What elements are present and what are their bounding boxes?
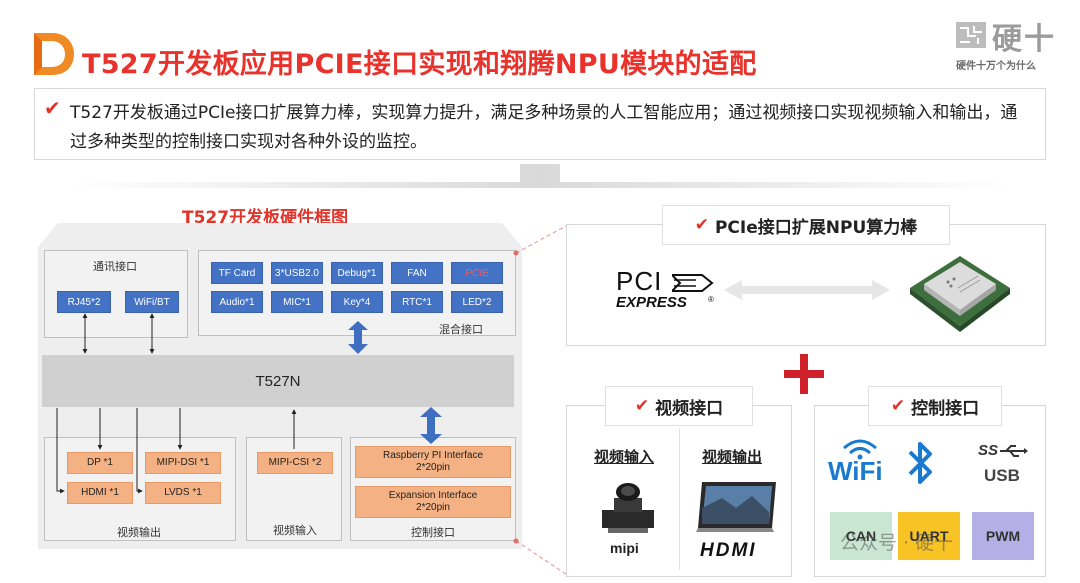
video-panel-title-text: 视频接口 — [655, 398, 724, 419]
control-panel-label: 控制接口 — [411, 526, 455, 539]
key-block: Key*4 — [331, 291, 383, 313]
wifi-bt-block: WiFi/BT — [125, 291, 179, 313]
red-plus-icon — [784, 354, 824, 394]
debug-block: Debug*1 — [331, 262, 383, 284]
dp-block: DP *1 — [67, 452, 133, 474]
pci-logo-mark: ® — [708, 295, 714, 304]
brand-tagline: 硬件十万个为什么 — [956, 61, 1036, 72]
hdmi-logo: HDMI — [700, 540, 757, 561]
video-output-label: 视频输出 — [117, 526, 161, 539]
pcie-panel-title: ✔ PCIe接口扩展NPU算力棒 — [662, 205, 950, 245]
camera-module-icon — [602, 483, 654, 533]
comm-panel-label: 通讯接口 — [93, 260, 137, 273]
raspberry-pi-line2: 2*20pin — [416, 462, 450, 473]
control-right-panel-title: ✔ 控制接口 — [868, 386, 1002, 426]
brand-circuit-icon — [956, 22, 986, 48]
raspberry-pi-interface-block: Raspberry PI Interface 2*20pin — [355, 446, 511, 478]
video-input-label: 视频输入 — [273, 524, 317, 537]
mipi-csi-block: MIPI-CSI *2 — [257, 452, 333, 474]
wifi-label: WiFi — [828, 456, 883, 486]
uart-tile: UART — [898, 512, 960, 560]
video-input-subtitle: 视频输入 — [594, 448, 655, 466]
pcie-panel-title-text: PCIe接口扩展NPU算力棒 — [714, 217, 918, 238]
mixed-panel-label: 混合接口 — [439, 323, 483, 336]
double-arrow-icon — [724, 280, 890, 300]
video-output-subtitle: 视频输出 — [702, 448, 763, 466]
pci-logo-top: PCI — [616, 266, 663, 296]
page-title: T527开发板应用PCIE接口实现和翔腾NPU模块的适配 — [82, 49, 757, 80]
pcie-block: PCIE — [451, 262, 503, 284]
pwm-tile: PWM — [972, 512, 1034, 560]
usb-block: 3*USB2.0 — [271, 262, 323, 284]
can-tile: CAN — [830, 512, 892, 560]
raspberry-pi-line1: Raspberry PI Interface — [382, 450, 484, 461]
expansion-line2: 2*20pin — [416, 502, 450, 513]
bluetooth-icon — [908, 442, 932, 484]
audio-block: Audio*1 — [211, 291, 263, 313]
intro-text: T527开发板通过PCIe接口扩展算力棒，实现算力提升，满足多种场景的人工智能应… — [70, 103, 1018, 152]
led-block: LED*2 — [451, 291, 503, 313]
expansion-interface-block: Expansion Interface 2*20pin — [355, 486, 511, 518]
red-checkmark-icon: ✔ — [694, 215, 709, 235]
mipi-label: mipi — [610, 540, 639, 556]
usb-label: USB — [984, 466, 1020, 485]
usb-logo: SS USB — [972, 442, 1036, 488]
logo-icon — [34, 33, 74, 75]
red-checkmark-icon: ✔ — [634, 396, 650, 416]
hdmi-block: HDMI *1 — [67, 482, 133, 504]
portable-monitor-icon — [696, 482, 776, 532]
brand-name: 硬十 — [992, 22, 1056, 57]
mipi-dsi-block: MIPI-DSI *1 — [145, 452, 221, 474]
rj45-block: RJ45*2 — [57, 291, 111, 313]
wifi-icon — [843, 439, 877, 460]
red-checkmark-icon: ✔ — [44, 98, 61, 120]
comm-interface-panel: 通讯接口 RJ45*2 WiFi/BT — [44, 250, 188, 338]
brand-logo: 硬十 硬件十万个为什么 — [954, 14, 1070, 74]
mixed-interface-panel: TF Card 3*USB2.0 Debug*1 FAN PCIE Audio*… — [198, 250, 516, 336]
usb-ss-label: SS — [978, 442, 999, 459]
video-panel-divider — [679, 428, 680, 570]
wifi-logo: WiFi — [826, 438, 890, 488]
tf-card-block: TF Card — [211, 262, 263, 284]
control-right-panel-title-text: 控制接口 — [911, 398, 980, 419]
pci-logo-bottom: EXPRESS — [616, 294, 687, 311]
video-output-panel: DP *1 MIPI-DSI *1 HDMI *1 LVDS *1 视频输出 — [44, 437, 236, 541]
pci-express-arrow-icon — [672, 274, 714, 292]
expansion-line1: Expansion Interface — [388, 490, 478, 501]
red-checkmark-icon: ✔ — [890, 396, 906, 416]
video-input-panel: MIPI-CSI *2 视频输入 — [246, 437, 342, 541]
video-panel-title: ✔ 视频接口 — [605, 386, 753, 426]
soc-block: T527N — [42, 355, 514, 407]
pci-express-logo: PCI EXPRESS ® — [612, 266, 716, 312]
usb-trident-icon — [1000, 445, 1028, 457]
fan-block: FAN — [391, 262, 443, 284]
funnel-divider — [70, 164, 1010, 188]
lvds-block: LVDS *1 — [145, 482, 221, 504]
rtc-block: RTC*1 — [391, 291, 443, 313]
mic-block: MIC*1 — [271, 291, 323, 313]
intro-box — [34, 88, 1046, 160]
npu-chip-icon — [910, 256, 1010, 332]
watermark: 公众号 · 硬十 — [840, 532, 954, 554]
control-interface-panel: Raspberry PI Interface 2*20pin Expansion… — [350, 437, 516, 541]
